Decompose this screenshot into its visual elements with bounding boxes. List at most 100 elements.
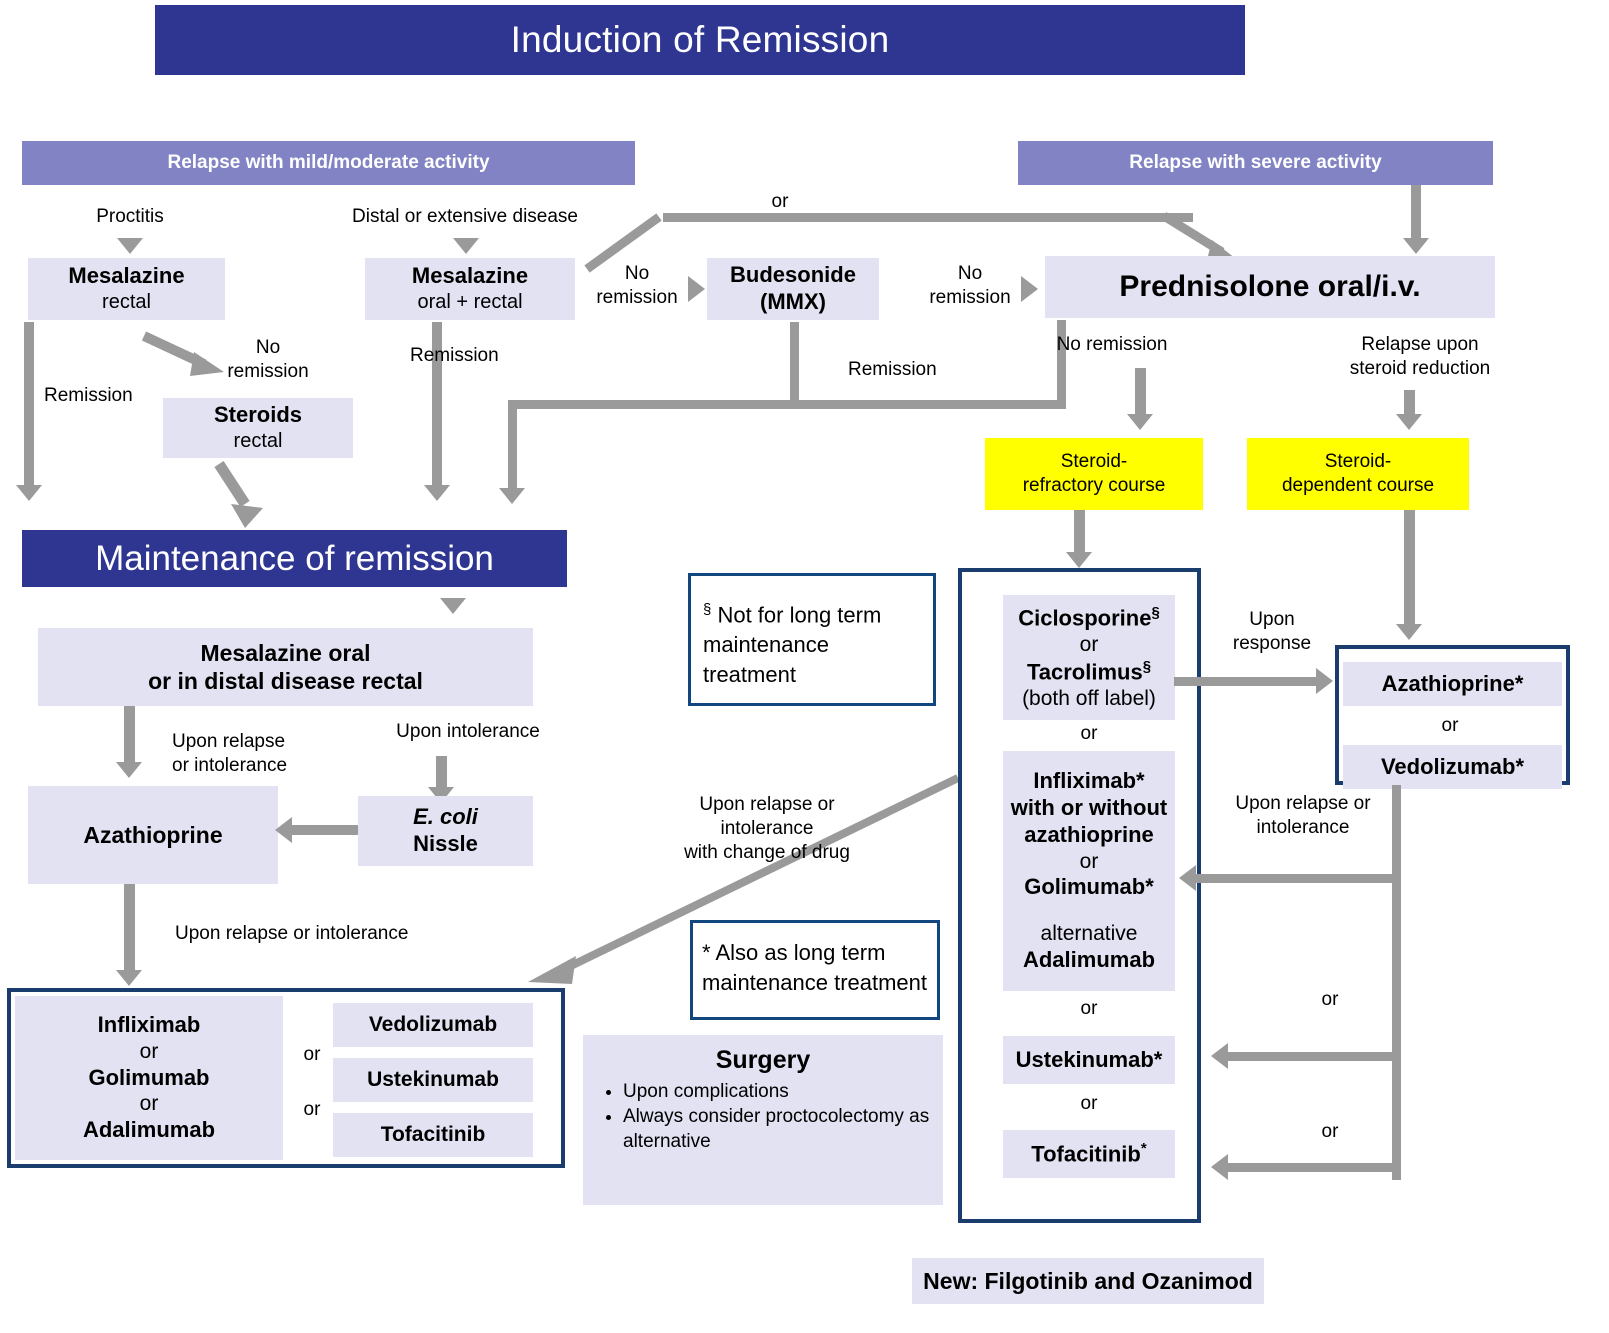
label-no-remission-prednisolone: No remission bbox=[1056, 334, 1168, 355]
node-budesonide: Budesonide (MMX) bbox=[707, 258, 879, 320]
node-mesalazine-oral-rectal: Mesalazine oral + rectal bbox=[365, 258, 575, 320]
surgery-box: Surgery Upon complications Always consid… bbox=[583, 1035, 943, 1205]
node-mesalazine-maint-line2: or in distal disease rectal bbox=[148, 668, 423, 694]
surgery-item-2: Always consider proctocolectomy as alter… bbox=[623, 1105, 943, 1154]
dependent-or: or bbox=[1441, 715, 1459, 736]
footnote-section-text: § Not for long term maintenance treatmen… bbox=[703, 600, 925, 689]
footnote-section-body: Not for long term maintenance treatment bbox=[703, 602, 882, 687]
left-biologic-vedolizumab: Vedolizumab bbox=[333, 1003, 533, 1047]
node-mesalazine-oral-line1: Mesalazine bbox=[411, 263, 529, 289]
refractory-calcineurin-box: Ciclosporine§ or Tacrolimus§ (both off l… bbox=[1003, 595, 1175, 720]
arrowhead-remission-to-maintenance bbox=[16, 485, 42, 501]
footnote-asterisk-body: Also as long term maintenance treatment bbox=[702, 940, 928, 995]
connector-remission-horizontal bbox=[508, 400, 1066, 409]
arrowhead-to-mesalazine-oral bbox=[453, 238, 479, 254]
refractory-ciclosporine-mark: § bbox=[1151, 603, 1160, 621]
label-no-remission-1: No remission bbox=[596, 263, 678, 308]
connector-dependent-to-golimumab bbox=[1196, 874, 1396, 883]
node-budesonide-line1: Budesonide bbox=[730, 262, 856, 288]
refractory-off-label: (both off label) bbox=[1022, 686, 1156, 710]
label-distal-extensive: Distal or extensive disease bbox=[352, 206, 578, 227]
connector-mesalazine-to-or-diagonal bbox=[583, 213, 663, 273]
connector-refractory-down bbox=[1074, 510, 1085, 558]
connector-prednisolone-remission-down bbox=[1057, 320, 1066, 408]
footnote-section-box bbox=[688, 573, 936, 706]
connector-dependent-to-tofacitinib bbox=[1228, 1163, 1396, 1172]
node-steroids-line2: rectal bbox=[233, 430, 283, 453]
left-biologic-ustekinumab: Ustekinumab bbox=[333, 1058, 533, 1102]
arrowhead-pred-to-dependent bbox=[1396, 414, 1422, 430]
left-biologics-or-middle-1: or bbox=[303, 1044, 321, 1065]
footnote-asterisk-box bbox=[690, 920, 940, 1020]
node-mesalazine-rectal-line1: Mesalazine bbox=[68, 263, 185, 289]
label-upon-relapse-or-intolerance-left: Upon relapse or intolerance bbox=[172, 731, 288, 776]
connector-dependent-to-ustekinumab bbox=[1228, 1052, 1396, 1061]
connector-mesalazine-to-steroids bbox=[140, 330, 230, 378]
arrowhead-to-budesonide bbox=[688, 276, 705, 302]
branch-mild-moderate: Relapse with mild/moderate activity bbox=[22, 141, 635, 185]
node-steroid-dependent: Steroid- dependent course bbox=[1247, 438, 1469, 510]
label-remission-left: Remission bbox=[44, 385, 133, 406]
label-upon-intolerance: Upon intolerance bbox=[396, 721, 540, 742]
connector-or-horizontal bbox=[663, 213, 1193, 222]
induction-banner: Induction of Remission bbox=[155, 5, 1245, 75]
footnote-asterisk-text: * Also as long term maintenance treatmen… bbox=[702, 938, 934, 997]
refractory-tofacitinib: Tofacitinib* bbox=[1031, 1140, 1146, 1168]
arrowhead-mesalazine-oral-remission bbox=[424, 485, 450, 501]
node-budesonide-line2: (MMX) bbox=[760, 289, 826, 314]
new-drugs-box: New: Filgotinib and Ozanimod bbox=[912, 1258, 1264, 1304]
node-steroids-line1: Steroids bbox=[213, 402, 303, 428]
label-upon-relapse-intolerance-2: Upon relapse or intolerance bbox=[175, 923, 409, 944]
connector-to-ecoli bbox=[436, 756, 447, 791]
arrowhead-dependent-to-tofacitinib bbox=[1211, 1154, 1228, 1180]
connector-dependent-spine bbox=[1392, 785, 1401, 1180]
refractory-ustekinumab-box: Ustekinumab* bbox=[1003, 1036, 1175, 1084]
arrowhead-maintenance-to-mesalazine bbox=[440, 598, 466, 614]
label-upon-relapse-intolerance-right: Upon relapse or intolerance bbox=[1235, 793, 1371, 838]
dependent-azathioprine: Azathioprine* bbox=[1381, 670, 1524, 696]
node-prednisolone: Prednisolone oral/i.v. bbox=[1045, 256, 1495, 318]
left-biologics-col1: Infliximab or Golimumab or Adalimumab bbox=[15, 996, 283, 1160]
dependent-azathioprine-box: Azathioprine* bbox=[1343, 662, 1562, 706]
refractory-adalimumab: Adalimumab bbox=[1022, 946, 1156, 972]
node-ecoli-nissle: E. coli Nissle bbox=[358, 796, 533, 866]
maintenance-banner: Maintenance of remission bbox=[22, 530, 567, 587]
node-steroid-dependent-line2: dependent course bbox=[1281, 475, 1435, 496]
node-mesalazine-oral-line2: oral + rectal bbox=[417, 291, 523, 314]
connector-refractory-to-left-biologics bbox=[510, 770, 970, 990]
left-biologic-tofacitinib-label: Tofacitinib bbox=[380, 1123, 486, 1147]
connector-dependent-down bbox=[1404, 510, 1415, 628]
maintenance-title: Maintenance of remission bbox=[95, 538, 494, 578]
arrowhead-dependent-down bbox=[1396, 624, 1422, 640]
connector-mesalazine-maint-to-azathioprine bbox=[124, 706, 135, 766]
label-upon-response: Upon response bbox=[1232, 609, 1312, 654]
node-azathioprine-label: Azathioprine bbox=[83, 821, 223, 848]
arrowhead-refractory-down bbox=[1066, 552, 1092, 568]
arrowhead-to-prednisolone bbox=[1021, 276, 1038, 302]
node-steroid-dependent-line1: Steroid- bbox=[1324, 451, 1392, 473]
refractory-tacrolimus-label: Tacrolimus bbox=[1026, 658, 1143, 684]
page-title: Induction of Remission bbox=[510, 19, 890, 60]
left-biologic-vedolizumab-label: Vedolizumab bbox=[368, 1013, 498, 1037]
left-biologic-golimumab: Golimumab bbox=[88, 1064, 210, 1090]
left-biologic-infliximab: Infliximab bbox=[97, 1012, 201, 1038]
dependent-vedolizumab: Vedolizumab* bbox=[1380, 753, 1525, 779]
left-biologic-or-1: or bbox=[139, 1039, 159, 1063]
refractory-ciclosporine: Ciclosporine§ bbox=[1018, 604, 1160, 632]
label-remission-budesonide: Remission bbox=[848, 359, 937, 380]
arrowhead-azathioprine-to-biologics bbox=[116, 970, 142, 986]
refractory-or-2: or bbox=[1080, 723, 1098, 744]
refractory-ustekinumab: Ustekinumab* bbox=[1015, 1046, 1163, 1072]
arrowhead-remission-route-to-maintenance bbox=[499, 488, 525, 504]
label-no-remission-2: No remission bbox=[929, 263, 1011, 308]
connector-pred-to-dependent bbox=[1404, 390, 1415, 420]
dependent-vedolizumab-box: Vedolizumab* bbox=[1343, 745, 1562, 789]
left-biologic-ustekinumab-label: Ustekinumab bbox=[367, 1068, 499, 1092]
refractory-alternative: alternative bbox=[1040, 922, 1138, 946]
connector-steroids-to-maintenance bbox=[205, 460, 275, 530]
connector-mesalazine-rectal-remission bbox=[24, 322, 34, 487]
footnote-section-mark: § bbox=[703, 601, 712, 618]
refractory-or-3: or bbox=[1079, 849, 1099, 873]
branch-severe-label: Relapse with severe activity bbox=[1129, 152, 1382, 173]
